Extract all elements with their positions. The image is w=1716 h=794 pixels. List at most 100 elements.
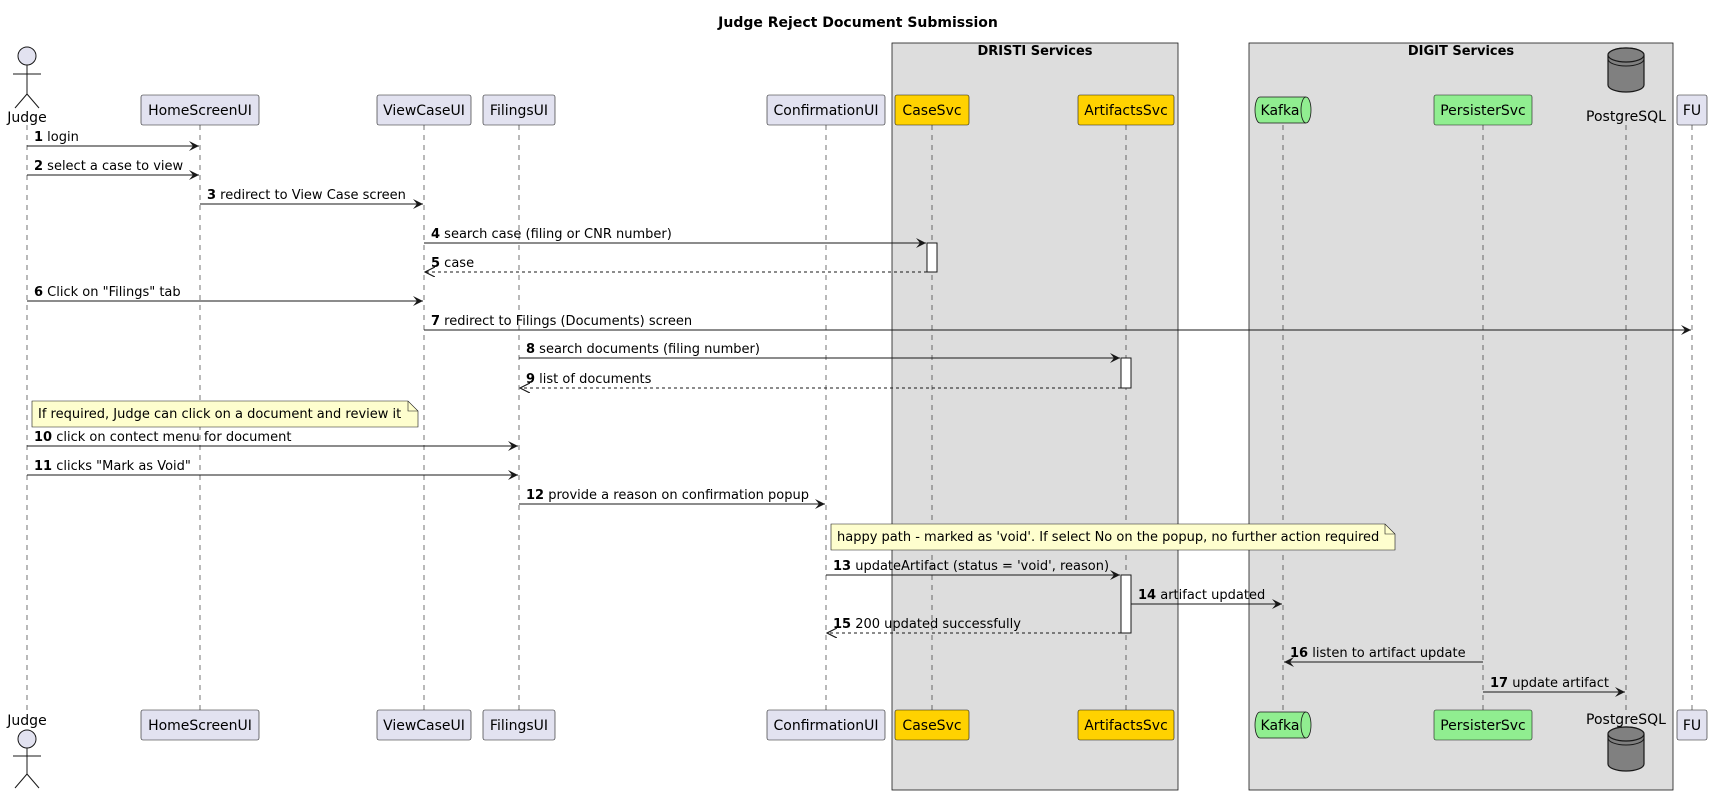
participant-label: PostgreSQL xyxy=(1586,712,1666,728)
actor-head-icon xyxy=(17,46,37,66)
message-label: 11 clicks "Mark as Void" xyxy=(34,459,191,474)
message-text: 200 updated successfully xyxy=(851,617,1021,632)
message-number: 2 xyxy=(34,159,43,174)
message-5: 5 case xyxy=(425,256,927,272)
participant-fu: FU xyxy=(1676,94,1708,126)
participant-home: HomeScreenUI xyxy=(140,709,260,741)
participant-filings: FilingsUI xyxy=(482,94,556,126)
participant-box xyxy=(1433,94,1533,126)
message-6: 6 Click on "Filings" tab xyxy=(27,285,423,306)
message-label: 4 search case (filing or CNR number) xyxy=(431,227,672,242)
participant-home: HomeScreenUI xyxy=(140,94,260,126)
participant-label: PersisterSvc xyxy=(1440,103,1526,119)
message-label: 10 click on contect menu for document xyxy=(34,430,291,445)
note-box xyxy=(830,523,1396,551)
participant-label: Judge xyxy=(6,110,46,126)
activation-bar xyxy=(1120,574,1132,634)
participant-label: HomeScreenUI xyxy=(148,103,252,119)
message-number: 8 xyxy=(526,342,535,357)
message-number: 9 xyxy=(526,372,535,387)
participant-box xyxy=(482,709,556,741)
message-text: select a case to view xyxy=(43,159,183,174)
message-number: 5 xyxy=(431,256,440,271)
participant-actor-bottom: Judge xyxy=(6,713,47,789)
message-text: redirect to View Case screen xyxy=(216,188,406,203)
participant-label: CaseSvc xyxy=(902,103,961,119)
actor-head-icon xyxy=(17,729,37,749)
participant-label: CaseSvc xyxy=(902,718,961,734)
participant-label: FU xyxy=(1683,718,1701,734)
participant-label: FilingsUI xyxy=(490,103,548,119)
message-4: 4 search case (filing or CNR number) xyxy=(424,227,926,248)
message-text: search documents (filing number) xyxy=(535,342,760,357)
participant-label: HomeScreenUI xyxy=(148,718,252,734)
participant-label: FilingsUI xyxy=(490,718,548,734)
message-number: 14 xyxy=(1138,588,1156,603)
message-text: listen to artifact update xyxy=(1308,646,1466,661)
message-text: Click on "Filings" tab xyxy=(43,285,181,300)
note-fold xyxy=(1384,524,1395,535)
message-15: 15 200 updated successfully xyxy=(827,617,1121,633)
participant-queue-kafka: Kafka xyxy=(1254,711,1312,739)
message-1: 1 login xyxy=(27,130,199,151)
message-13: 13 updateArtifact (status = 'void', reas… xyxy=(826,559,1120,580)
message-label: 14 artifact updated xyxy=(1138,588,1265,603)
participant-box xyxy=(1077,94,1175,126)
message-3: 3 redirect to View Case screen xyxy=(200,188,423,209)
message-text: updateArtifact (status = 'void', reason) xyxy=(851,559,1109,574)
participant-label: PersisterSvc xyxy=(1440,718,1526,734)
message-number: 15 xyxy=(833,617,851,632)
participant-label: Kafka xyxy=(1261,103,1300,119)
message-text: provide a reason on confirmation popup xyxy=(544,488,809,503)
message-text: redirect to Filings (Documents) screen xyxy=(440,314,692,329)
message-number: 7 xyxy=(431,314,440,329)
participant-fu: FU xyxy=(1676,709,1708,741)
participant-label: ConfirmationUI xyxy=(774,103,879,119)
message-number: 12 xyxy=(526,488,544,503)
activation-bar xyxy=(1120,357,1132,389)
participant-queue-kafka: Kafka xyxy=(1254,96,1312,124)
participant-box xyxy=(894,94,970,126)
participant-label: ArtifactsSvc xyxy=(1084,103,1168,119)
participant-persister: PersisterSvc xyxy=(1433,94,1533,126)
message-16: 16 listen to artifact update xyxy=(1284,646,1483,667)
message-label: 9 list of documents xyxy=(526,372,652,387)
message-label: 17 update artifact xyxy=(1490,676,1609,691)
participant-box xyxy=(894,709,970,741)
message-number: 3 xyxy=(207,188,216,203)
message-text: artifact updated xyxy=(1156,588,1265,603)
participant-casesvc: CaseSvc xyxy=(894,709,970,741)
message-number: 10 xyxy=(34,430,52,445)
message-12: 12 provide a reason on confirmation popu… xyxy=(519,488,825,509)
message-text: login xyxy=(43,130,79,145)
message-number: 1 xyxy=(34,130,43,145)
message-number: 16 xyxy=(1290,646,1308,661)
participant-label: PostgreSQL xyxy=(1586,109,1666,125)
participant-label: Kafka xyxy=(1261,718,1300,734)
message-label: 1 login xyxy=(34,130,79,145)
participant-database-top: PostgreSQL xyxy=(1586,47,1666,125)
message-label: 5 case xyxy=(431,256,474,271)
note-text: If required, Judge can click on a docume… xyxy=(38,407,401,422)
diagram-title: Judge Reject Document Submission xyxy=(717,15,998,31)
message-label: 7 redirect to Filings (Documents) screen xyxy=(431,314,692,329)
message-label: 8 search documents (filing number) xyxy=(526,342,760,357)
group-box-title: DIGIT Services xyxy=(1408,44,1515,59)
message-10: 10 click on contect menu for document xyxy=(27,430,518,451)
participant-box xyxy=(482,94,556,126)
message-label: 6 Click on "Filings" tab xyxy=(34,285,181,300)
participant-label: ViewCaseUI xyxy=(383,718,465,734)
participant-persister: PersisterSvc xyxy=(1433,709,1533,741)
message-text: update artifact xyxy=(1508,676,1609,691)
message-17: 17 update artifact xyxy=(1483,676,1625,697)
message-number: 13 xyxy=(833,559,851,574)
participant-filings: FilingsUI xyxy=(482,709,556,741)
message-label: 3 redirect to View Case screen xyxy=(207,188,406,203)
group-box-dristi xyxy=(891,42,1179,791)
message-label: 13 updateArtifact (status = 'void', reas… xyxy=(833,559,1109,574)
message-text: click on contect menu for document xyxy=(52,430,291,445)
message-11: 11 clicks "Mark as Void" xyxy=(27,459,518,480)
participant-label: FU xyxy=(1683,103,1701,119)
note-box xyxy=(31,400,419,428)
note-text: happy path - marked as 'void'. If select… xyxy=(837,530,1379,545)
